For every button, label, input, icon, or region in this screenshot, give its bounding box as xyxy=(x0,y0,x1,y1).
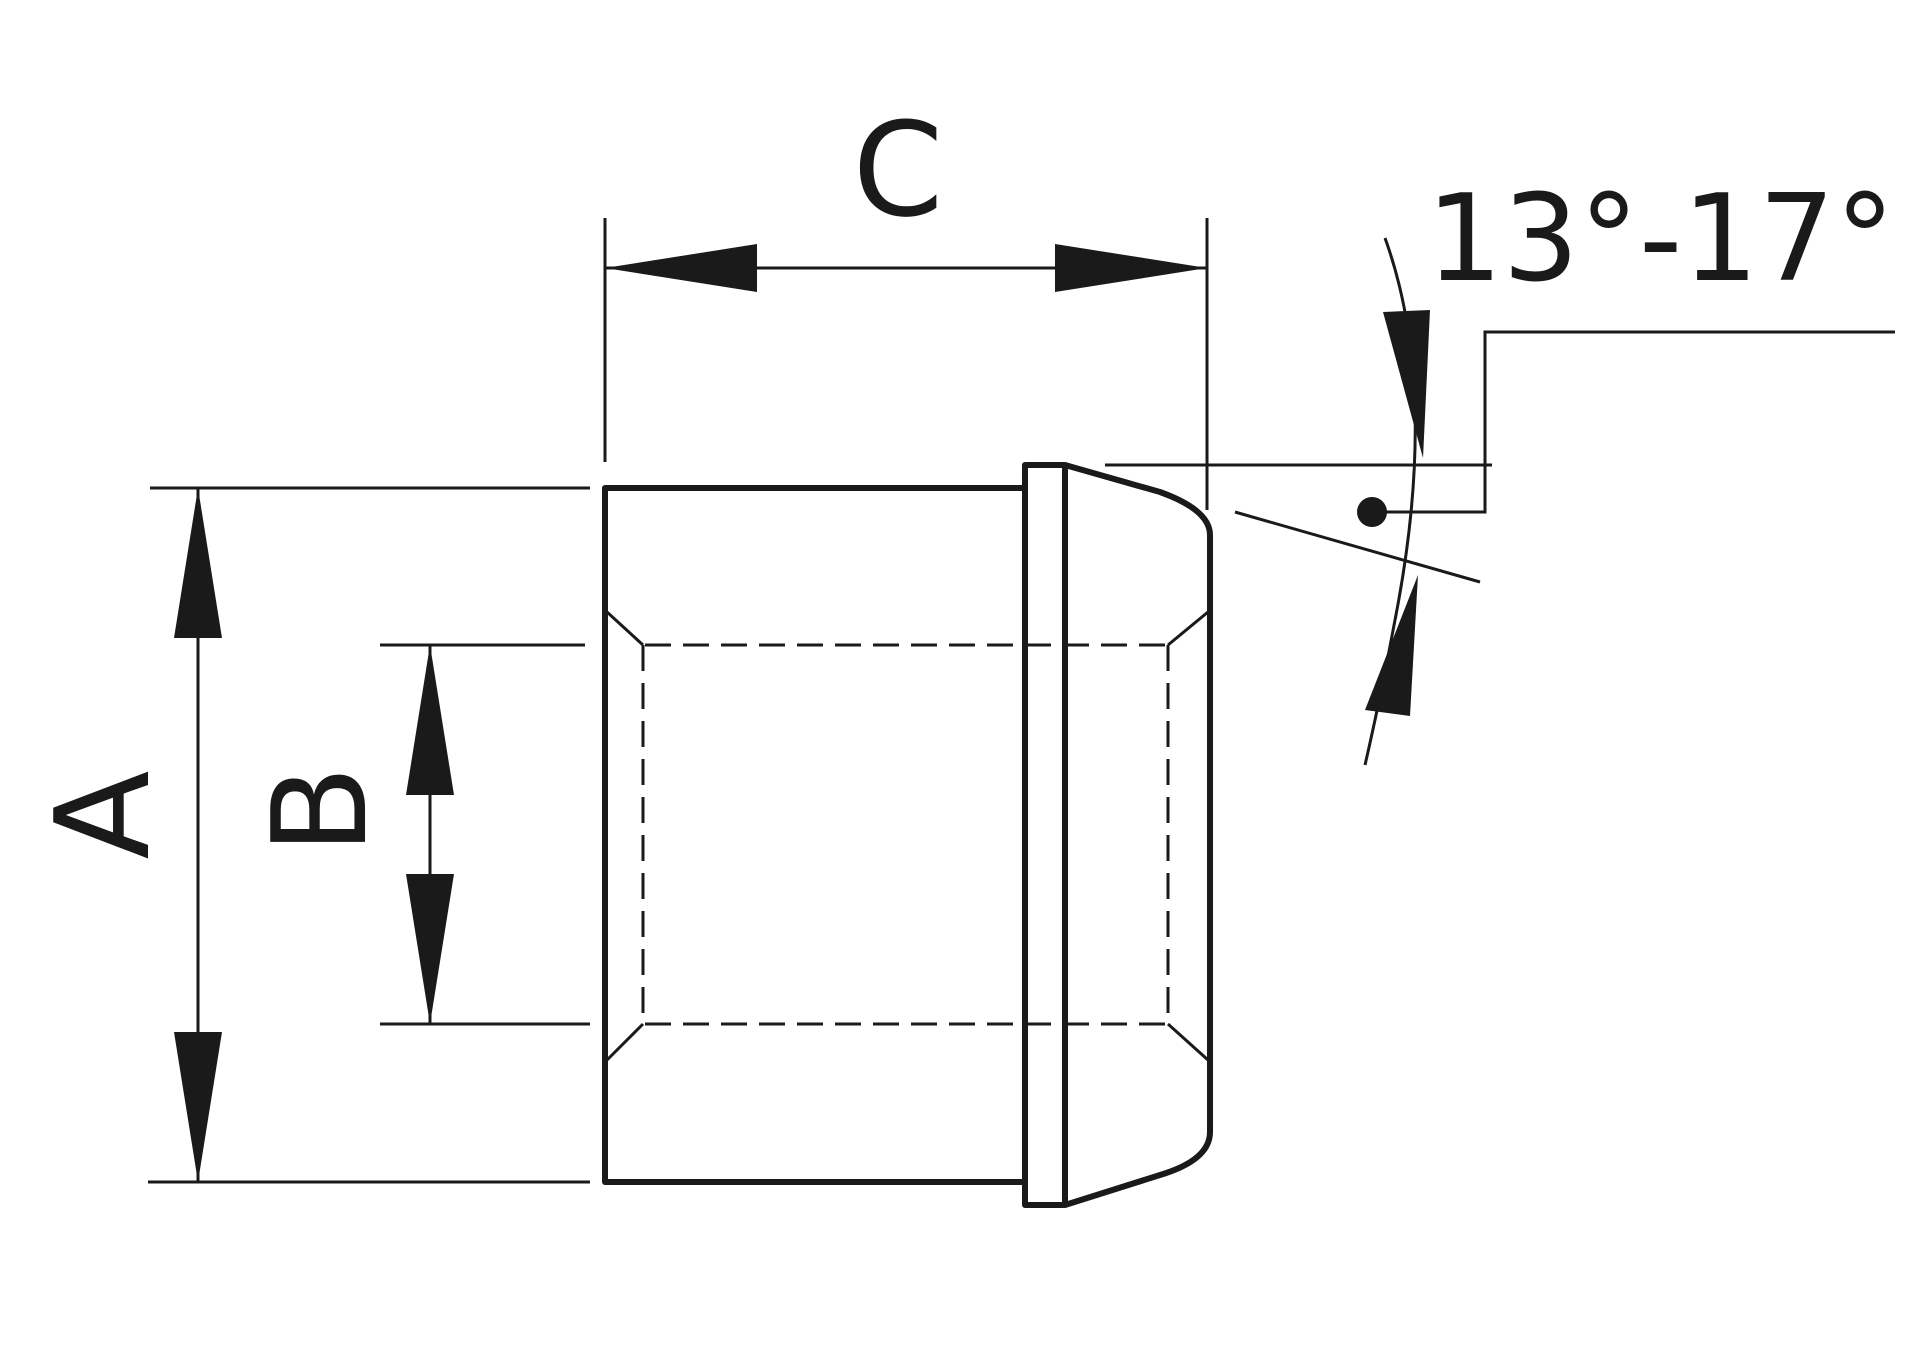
chamfer-right-bottom xyxy=(1166,1022,1210,1062)
dimension-c: C xyxy=(603,94,1209,510)
arrowhead-angle-bottom xyxy=(1365,575,1418,716)
arrowhead-b-bottom xyxy=(406,874,454,1024)
part-body xyxy=(602,462,1213,1208)
arrowhead-a-bottom xyxy=(174,1032,222,1182)
arrowhead-b-top xyxy=(406,645,454,795)
chamfer-left-bottom xyxy=(605,1022,645,1062)
tapered-head xyxy=(1064,462,1213,1208)
leader-line xyxy=(1372,330,1895,514)
dimension-label-a: A xyxy=(27,771,179,860)
dimension-a: A xyxy=(27,486,590,1184)
arrowhead-c-left xyxy=(605,244,757,292)
leader-dot xyxy=(1357,497,1387,527)
angle-callout: 13°-17° xyxy=(1105,170,1895,766)
dimension-b: B xyxy=(244,643,590,1026)
arrowhead-a-top xyxy=(174,488,222,638)
hidden-bore xyxy=(605,610,1210,1062)
chamfer-right-top xyxy=(1167,610,1209,647)
body-outline xyxy=(602,485,1028,1185)
angle-reference-inclined xyxy=(1234,510,1481,584)
arrowhead-angle-top xyxy=(1383,310,1430,458)
arrowhead-c-right xyxy=(1055,244,1207,292)
collar-flange xyxy=(1022,462,1068,1208)
angle-label: 13°-17° xyxy=(1426,170,1895,309)
dimension-label-b: B xyxy=(244,765,396,854)
dimension-label-c: C xyxy=(853,94,944,246)
chamfer-left-top xyxy=(605,610,645,647)
